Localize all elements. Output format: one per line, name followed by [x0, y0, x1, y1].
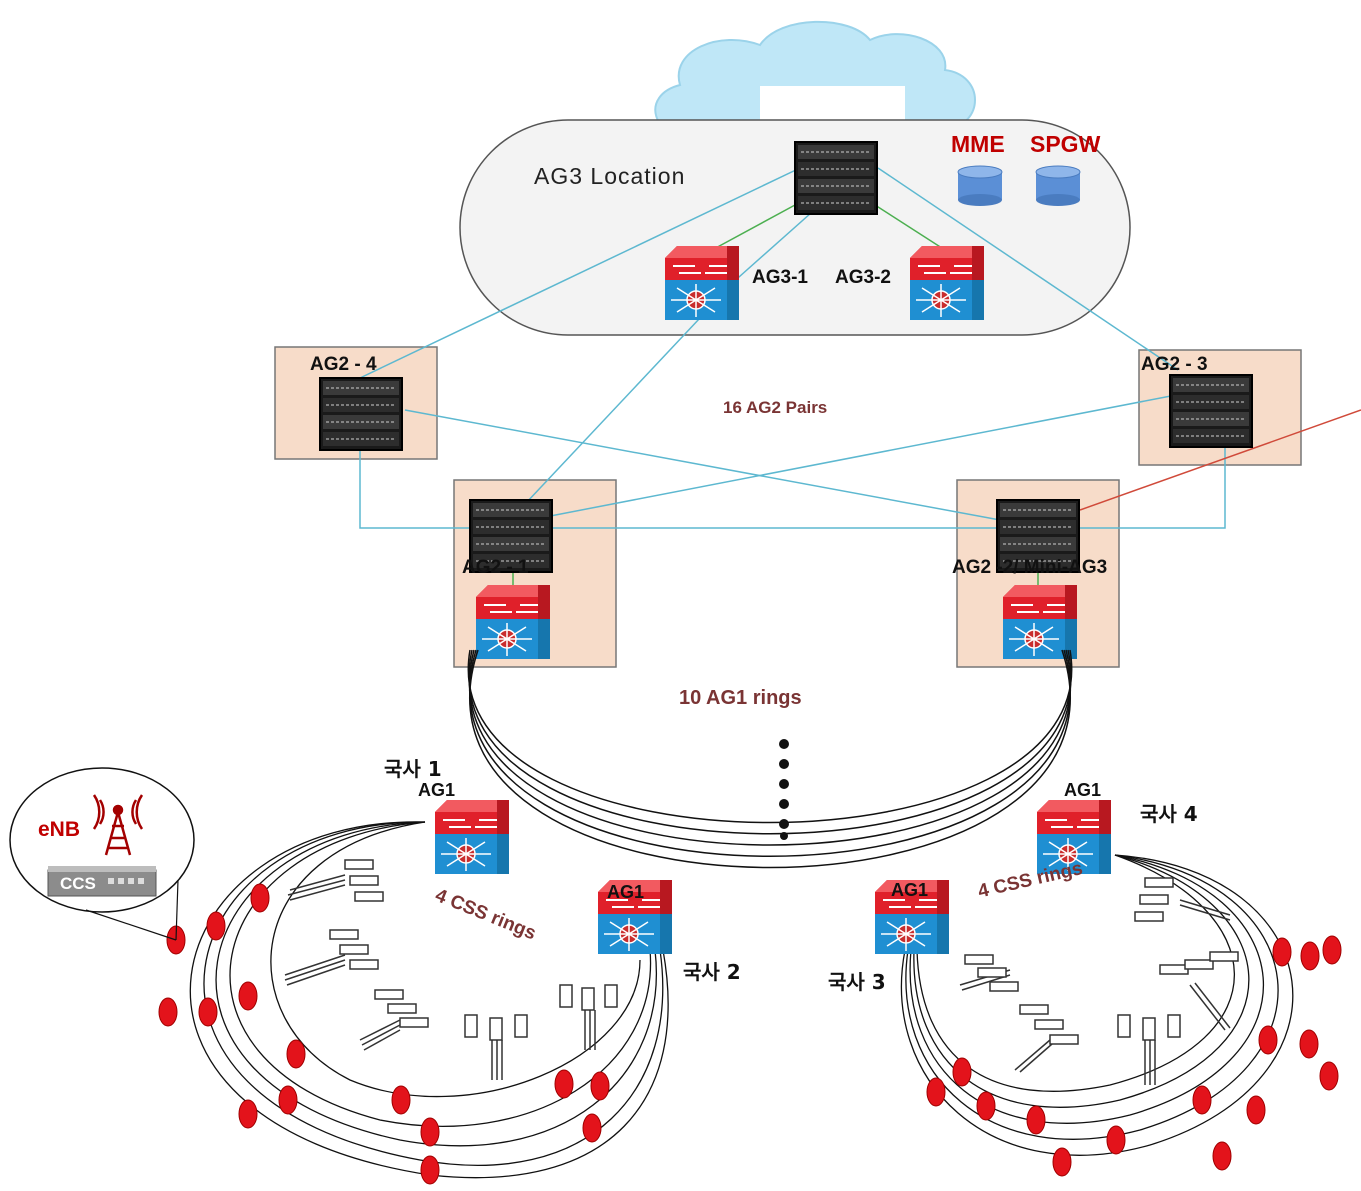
ag2-2-label: AG2 -2/ Mini-AG3 [952, 557, 1108, 578]
ag1-site3-label: AG1 [891, 880, 929, 900]
ccs-label: CCS [60, 874, 96, 893]
antenna-icons-left [284, 859, 618, 1080]
external-link [1079, 409, 1361, 511]
ag2-4-router-icon [319, 377, 403, 451]
ag1-site2-label: AG1 [607, 882, 645, 902]
antenna-icons-right [959, 877, 1239, 1085]
mme-database-icon [957, 165, 1003, 206]
backbone-links [359, 167, 1226, 529]
site4-label: 국사 4 [1140, 802, 1198, 826]
ag2-2-switch-icon [1002, 584, 1078, 660]
css-rings-right [900, 854, 1294, 1156]
spgw-database-icon [1035, 165, 1081, 206]
ag2-1-switch-icon [475, 584, 551, 660]
ag3-1-label: AG3-1 [752, 267, 808, 288]
site3-label: 국사 3 [828, 970, 886, 994]
enb-inset [9, 767, 195, 941]
ag2-3-router-icon [1169, 374, 1253, 448]
ag1-site4-label: AG1 [1064, 780, 1102, 800]
spgw-label: SPGW [1030, 131, 1101, 157]
ccs-device-icon [47, 866, 157, 897]
enb-label: eNB [38, 818, 81, 841]
ag3-location-label: AG3 Location [534, 163, 686, 189]
mme-label: MME [951, 131, 1005, 157]
ag2-pairs-label: 16 AG2 Pairs [723, 398, 828, 417]
ag1-rings-label: 10 AG1 rings [679, 687, 802, 709]
ag3-2-switch-icon [909, 245, 985, 321]
css-rings-left [189, 821, 669, 1179]
cell-tower-icon [92, 794, 144, 856]
ag1-site1-switch-icon [434, 799, 510, 875]
ag1-site1-label: AG1 [418, 780, 456, 800]
ellipsis-dots [779, 739, 789, 840]
site2-label: 국사 2 [683, 960, 741, 984]
ag3-core-router-icon [794, 141, 878, 215]
ag1-rings [467, 649, 1073, 869]
ag2-1-label: AG2 - 1 [462, 557, 529, 578]
ag2-4-label: AG2 - 4 [310, 354, 377, 375]
site1-label: 국사 1 [384, 757, 442, 781]
ag3-1-switch-icon [664, 245, 740, 321]
ag3-2-label: AG3-2 [835, 267, 891, 288]
ag2-3-label: AG2 - 3 [1141, 354, 1208, 375]
